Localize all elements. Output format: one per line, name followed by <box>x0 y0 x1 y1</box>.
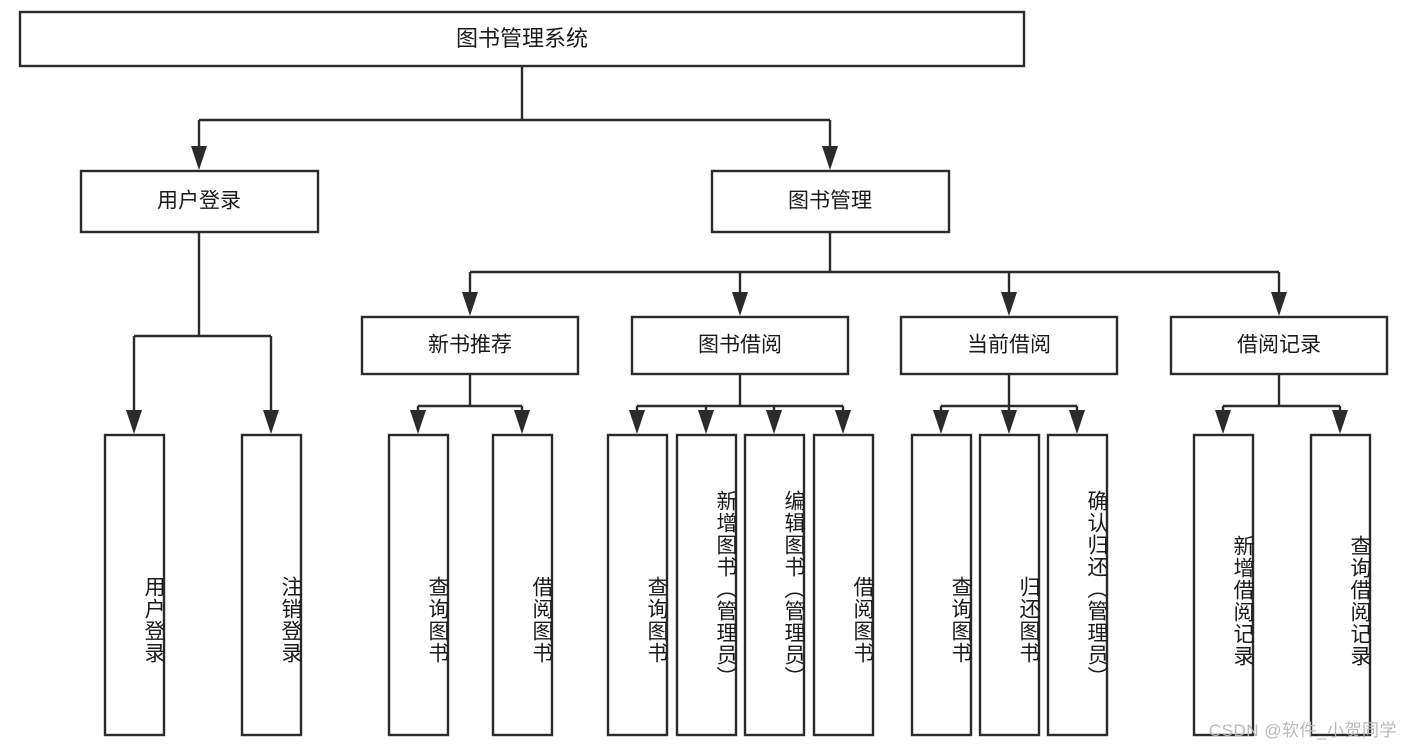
node-book-borrow-label: 图书借阅 <box>698 334 782 357</box>
arrow-to-new-book-recommend <box>462 292 478 316</box>
arrow-to-leaf-edit-book <box>766 410 782 434</box>
arrow-to-leaf-logout <box>263 410 279 434</box>
leaf-box-return-book[interactable] <box>978 433 1041 737</box>
leaf-box-query-record[interactable] <box>1309 433 1372 737</box>
node-new-book-recommend-box[interactable] <box>360 315 580 376</box>
arrow-to-leaf-query-book-3 <box>933 410 949 434</box>
node-book-management-box[interactable] <box>710 169 951 234</box>
node-user-login[interactable]: 用户登录 <box>79 169 320 234</box>
node-book-management[interactable]: 图书管理 <box>710 169 951 234</box>
csdn-watermark: CSDN @软件_小贺同学 <box>1208 721 1397 740</box>
leaf-box-query-book-2[interactable] <box>606 433 669 737</box>
leaf-box-add-record[interactable] <box>1192 433 1255 737</box>
node-current-borrow[interactable]: 当前借阅 <box>899 315 1119 376</box>
node-new-book-recommend[interactable]: 新书推荐 <box>360 315 580 376</box>
connector-group-root <box>191 66 838 170</box>
leaf-box-user-login[interactable] <box>103 433 166 737</box>
leaf-boxes-book-borrow <box>606 433 875 737</box>
arrow-to-leaf-query-book-2 <box>629 410 645 434</box>
connector-group-borrow-record <box>1215 374 1348 434</box>
leaf-box-borrow-book-1[interactable] <box>491 433 554 737</box>
leaf-boxes-borrow-record <box>1192 433 1372 737</box>
node-current-borrow-box[interactable] <box>899 315 1119 376</box>
node-user-login-box[interactable] <box>79 169 320 234</box>
leaf-box-query-book-1[interactable] <box>387 433 450 737</box>
arrow-to-borrow-record <box>1271 292 1287 316</box>
leaf-box-logout[interactable] <box>240 433 303 737</box>
node-root[interactable]: 图书管理系统 <box>18 10 1026 68</box>
connector-group-current-borrow <box>933 374 1085 434</box>
arrow-to-leaf-borrow-book-1 <box>514 410 530 434</box>
connector-group-user-login <box>126 232 279 434</box>
node-new-book-recommend-label: 新书推荐 <box>428 334 512 357</box>
leaf-boxes-new-book-recommend <box>387 433 554 737</box>
arrow-to-book-management <box>822 146 838 170</box>
node-borrow-record[interactable]: 借阅记录 <box>1169 315 1389 376</box>
leaf-box-borrow-book-2[interactable] <box>812 433 875 737</box>
arrow-to-leaf-add-book <box>698 410 714 434</box>
arrow-to-user-login <box>191 146 207 170</box>
leaf-box-edit-book[interactable] <box>743 433 806 737</box>
node-current-borrow-label: 当前借阅 <box>967 334 1051 357</box>
arrow-to-leaf-query-book-1 <box>410 410 426 434</box>
node-user-login-label: 用户登录 <box>157 190 241 213</box>
arrow-to-leaf-borrow-book-2 <box>835 410 851 434</box>
node-book-management-label: 图书管理 <box>788 190 872 213</box>
arrow-to-leaf-user-login <box>126 410 142 434</box>
leaf-boxes-user-login <box>103 433 303 737</box>
arrow-to-leaf-add-record <box>1215 410 1231 434</box>
leaf-box-query-book-3[interactable] <box>910 433 973 737</box>
arrow-to-current-borrow <box>1001 292 1017 316</box>
node-borrow-record-label: 借阅记录 <box>1237 334 1321 357</box>
node-borrow-record-box[interactable] <box>1169 315 1389 376</box>
arrow-to-leaf-confirm-return <box>1069 410 1085 434</box>
node-book-borrow-box[interactable] <box>630 315 850 376</box>
leaf-box-confirm-return[interactable] <box>1046 433 1109 737</box>
arrow-to-leaf-return-book <box>1001 410 1017 434</box>
node-root-box[interactable] <box>18 10 1026 68</box>
connector-group-new-book-recommend <box>410 374 530 434</box>
arrow-to-leaf-query-record <box>1332 410 1348 434</box>
node-root-label: 图书管理系统 <box>456 26 588 51</box>
connector-group-book-borrow <box>629 374 851 434</box>
leaf-box-add-book[interactable] <box>675 433 738 737</box>
arrow-to-book-borrow <box>732 292 748 316</box>
node-book-borrow[interactable]: 图书借阅 <box>630 315 850 376</box>
leaf-boxes-current-borrow <box>910 433 1109 737</box>
connector-group-book-management <box>462 232 1287 316</box>
